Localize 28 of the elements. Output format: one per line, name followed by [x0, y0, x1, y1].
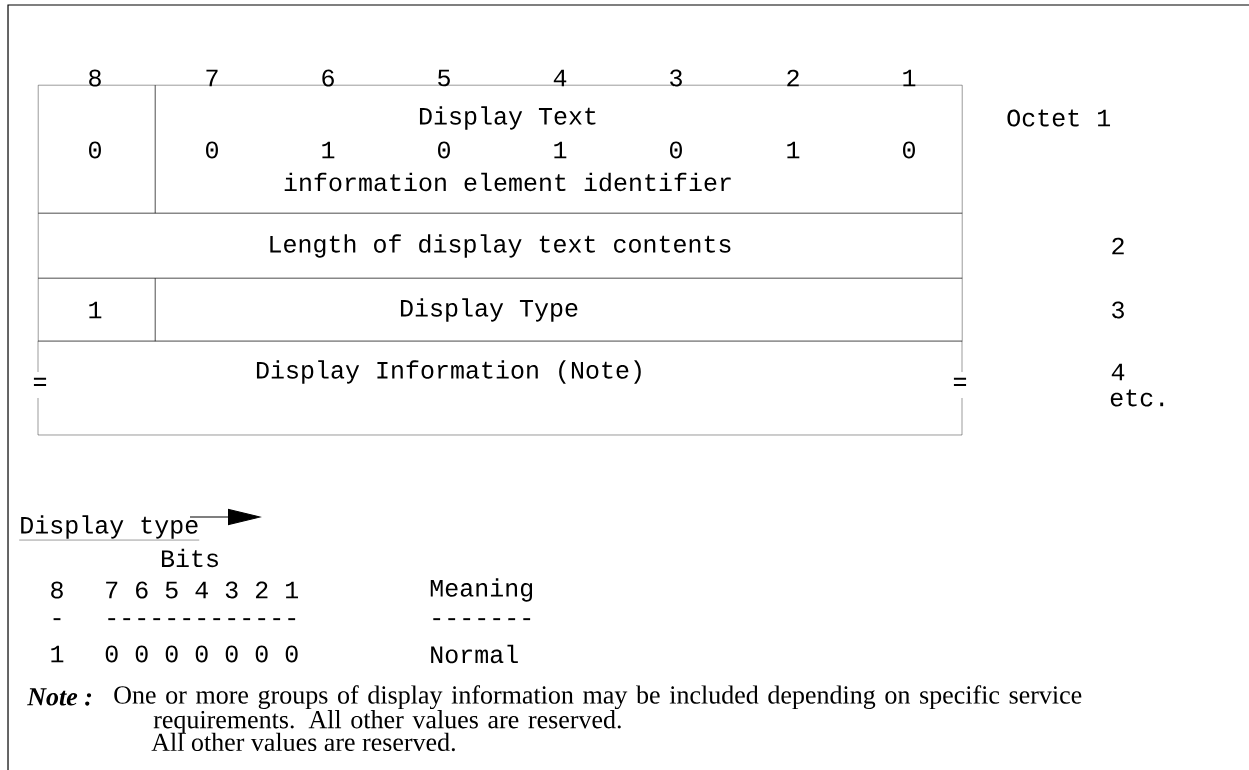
table-cell: Length of display text contents — [38, 213, 963, 279]
table-cell: Display Type — [155, 278, 963, 342]
column-heading: 7 6 5 4 3 2 1 — [106, 581, 298, 599]
table-cell: 1 — [38, 278, 156, 342]
octet-label: etc. — [1110, 389, 1164, 407]
bit-number: 8 — [89, 69, 101, 87]
bit-number: 7 — [206, 69, 218, 87]
bit-number: 5 — [438, 69, 450, 87]
bit-number: 3 — [670, 69, 682, 87]
table-heading: Display type — [19, 515, 200, 541]
note-label: Note : — [27, 688, 92, 706]
octet-number: 3 — [1112, 301, 1124, 319]
octet-number: 4 — [1111, 363, 1125, 381]
column-heading: Bits — [162, 548, 218, 568]
bit-number: 2 — [787, 69, 799, 87]
table-value: 1 — [51, 645, 64, 663]
dash-rule: ------------- — [108, 618, 296, 621]
table-value: 0 0 0 0 0 0 0 — [105, 645, 298, 663]
column-heading: Meaning — [430, 578, 533, 602]
table-value: Normal — [431, 644, 518, 664]
dash-rule: - — [53, 618, 61, 621]
octet-number: 2 — [1112, 237, 1124, 255]
column-heading: 8 — [51, 581, 63, 599]
bit-number: 1 — [903, 69, 916, 87]
dash-rule: ------- — [433, 618, 531, 621]
bit-number: 4 — [553, 69, 567, 87]
octet-label: Octet 1 — [1007, 109, 1110, 127]
bit-number: 6 — [322, 69, 334, 87]
